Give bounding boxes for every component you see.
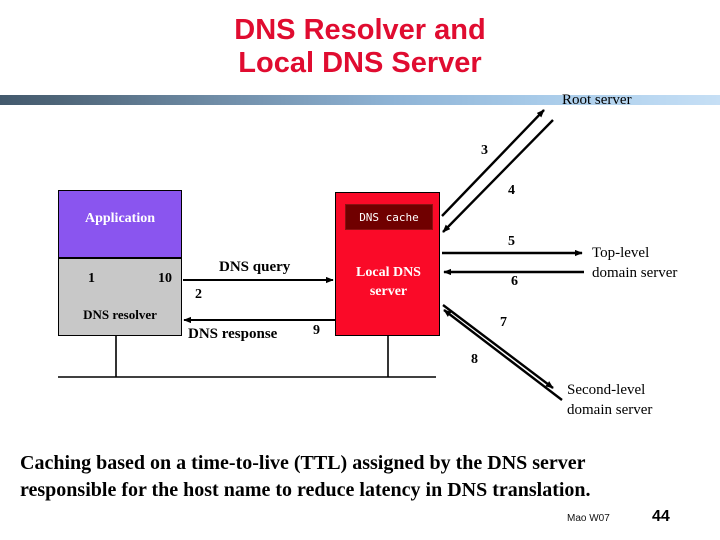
dns-resolver-box[interactable]: DNS resolver <box>58 258 182 336</box>
step-number-6: 6 <box>511 274 518 289</box>
tld-label-line-2: domain server <box>592 265 678 281</box>
step-number-2: 2 <box>195 287 202 302</box>
top-level-domain-server-label: Top-level domain server <box>592 243 677 283</box>
dns-cache-label: DNS cache <box>359 210 419 224</box>
footer-page-number: 44 <box>652 508 670 525</box>
second-level-domain-server-label: Second-level domain server <box>567 380 652 420</box>
caption-text: Caching based on a time-to-live (TTL) as… <box>20 450 710 504</box>
title-line-2: Local DNS Server <box>238 47 482 79</box>
local-dns-server-label-line-2: server <box>369 284 408 299</box>
caption-line-1: Caching based on a time-to-live (TTL) as… <box>20 452 586 474</box>
footer-author: Mao W07 <box>567 513 610 524</box>
step-number-7: 7 <box>500 315 507 330</box>
caption-line-2: responsible for the host name to reduce … <box>20 479 591 501</box>
application-box[interactable]: Application <box>58 190 182 258</box>
step-number-9: 9 <box>313 323 320 338</box>
arrow-step-3-to-root <box>441 109 545 217</box>
dns-resolver-label: DNS resolver <box>83 307 157 322</box>
title-line-1: DNS Resolver and <box>234 14 486 46</box>
local-dns-server-label: Local DNS server <box>336 263 441 301</box>
arrow-step-4-from-root <box>442 119 554 233</box>
step-number-4: 4 <box>508 183 515 198</box>
dns-cache-box[interactable]: DNS cache <box>345 204 433 230</box>
root-server-label: Root server <box>562 92 632 108</box>
dns-response-label: DNS response <box>188 326 278 342</box>
dns-query-label: DNS query <box>219 259 291 275</box>
sld-label-line-2: domain server <box>567 402 653 418</box>
page-title: DNS Resolver and Local DNS Server <box>0 14 720 80</box>
tld-label-line-1: Top-level <box>592 245 650 261</box>
step-number-3: 3 <box>481 143 488 158</box>
arrow-step-7-to-sld <box>442 304 554 389</box>
step-number-1: 1 <box>88 271 95 286</box>
step-number-10: 10 <box>158 271 172 286</box>
step-number-8: 8 <box>471 352 478 367</box>
local-dns-server-label-line-1: Local DNS <box>356 265 421 280</box>
step-number-5: 5 <box>508 234 515 249</box>
application-label: Application <box>84 211 155 226</box>
sld-label-line-1: Second-level <box>567 382 646 398</box>
gradient-divider <box>0 95 720 105</box>
local-dns-server-box[interactable]: DNS cache Local DNS server <box>335 192 440 336</box>
